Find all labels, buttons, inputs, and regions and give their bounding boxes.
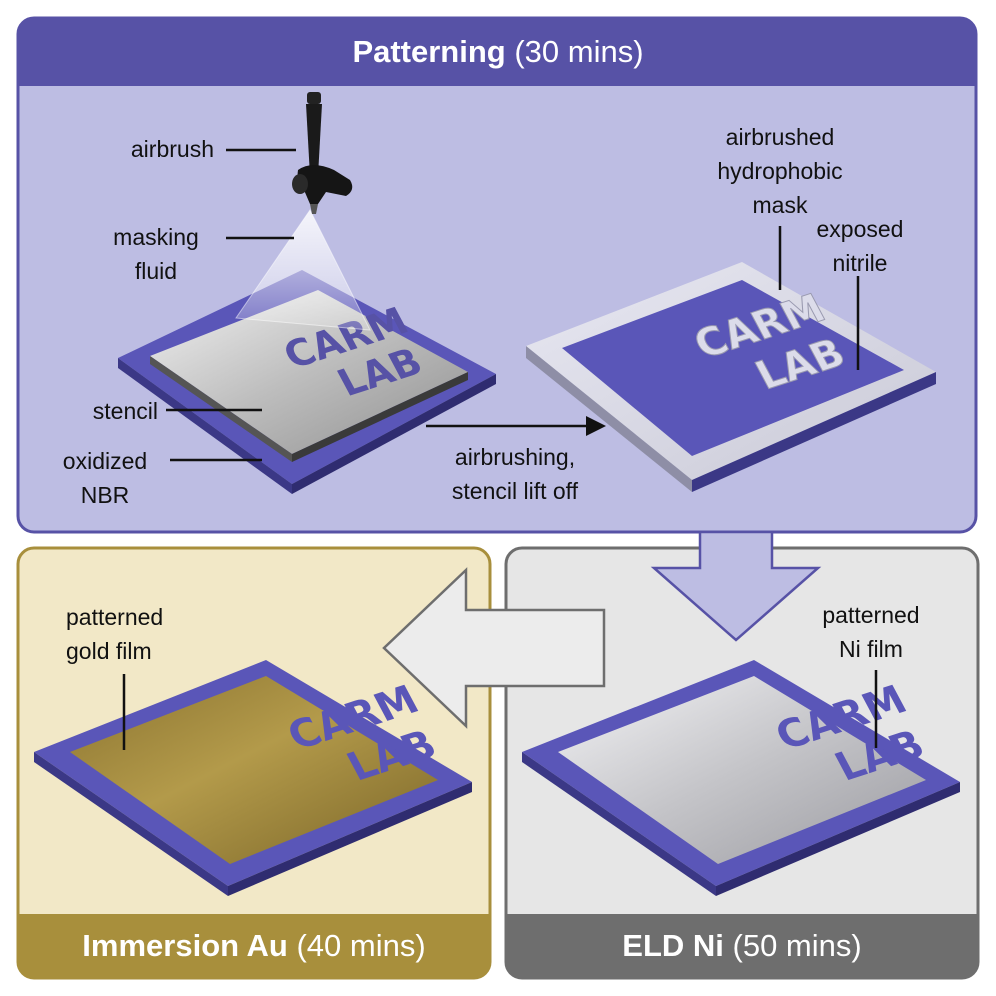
label-ni-line2: Ni film bbox=[839, 636, 903, 662]
label-step-description: airbrushing, stencil lift off bbox=[420, 440, 610, 508]
label-exposed-nitrile: exposed nitrile bbox=[800, 212, 920, 280]
label-gold-line1: patterned bbox=[66, 604, 164, 630]
patterning-title-bold: Patterning bbox=[352, 34, 506, 69]
label-stencil-text: stencil bbox=[92, 398, 158, 424]
label-masking-line2: fluid bbox=[134, 258, 178, 284]
eld-title: ELD Ni (50 mins) bbox=[506, 926, 978, 966]
arrow-down-to-eld bbox=[650, 530, 822, 642]
patterning-header-bar bbox=[18, 18, 976, 86]
label-airbrush: airbrush bbox=[60, 132, 214, 166]
eld-title-bold: ELD Ni bbox=[622, 928, 724, 963]
immersion-header-bar bbox=[18, 914, 490, 978]
immersion-title: Immersion Au (40 mins) bbox=[18, 926, 490, 966]
label-stencil: stencil bbox=[40, 394, 158, 428]
nickel-sample: CARM LAB bbox=[522, 660, 960, 896]
label-masking-line1: masking bbox=[113, 224, 199, 250]
label-gold-line2: gold film bbox=[66, 638, 152, 664]
label-airbrush-text: airbrush bbox=[130, 136, 214, 162]
label-ni-line1: patterned bbox=[822, 602, 920, 628]
label-mask-line3: mask bbox=[752, 192, 808, 218]
immersion-title-bold: Immersion Au bbox=[82, 928, 288, 963]
leader-lines bbox=[122, 148, 878, 750]
step-arrow-head bbox=[586, 416, 606, 436]
immersion-title-duration: (40 mins) bbox=[296, 928, 426, 963]
masked-sample: CARM LAB bbox=[526, 262, 936, 492]
eld-header-bar bbox=[506, 914, 978, 978]
label-oxidized-nbr: oxidized NBR bbox=[46, 444, 164, 512]
label-step-line1: airbrushing, bbox=[454, 444, 576, 470]
eld-title-duration: (50 mins) bbox=[732, 928, 862, 963]
label-nitrile-line1: exposed bbox=[816, 216, 904, 242]
label-mask-line2: hydrophobic bbox=[717, 158, 843, 184]
arrow-left-to-immersion bbox=[382, 567, 606, 729]
label-nbr-line2: NBR bbox=[80, 482, 130, 508]
label-hydrophobic-mask: airbrushed hydrophobic mask bbox=[690, 120, 870, 222]
label-mask-line1: airbrushed bbox=[725, 124, 835, 150]
label-ni-film: patterned Ni film bbox=[796, 598, 946, 666]
patterning-title-duration: (30 mins) bbox=[514, 34, 644, 69]
label-nbr-line1: oxidized bbox=[62, 448, 148, 474]
label-gold-film: patterned gold film bbox=[66, 600, 226, 668]
label-nitrile-line2: nitrile bbox=[832, 250, 888, 276]
airbrush-icon bbox=[292, 92, 353, 214]
label-step-line2: stencil lift off bbox=[451, 478, 579, 504]
patterning-title: Patterning (30 mins) bbox=[0, 32, 996, 72]
spray-cone bbox=[235, 209, 371, 331]
label-masking-fluid: masking fluid bbox=[96, 220, 216, 288]
